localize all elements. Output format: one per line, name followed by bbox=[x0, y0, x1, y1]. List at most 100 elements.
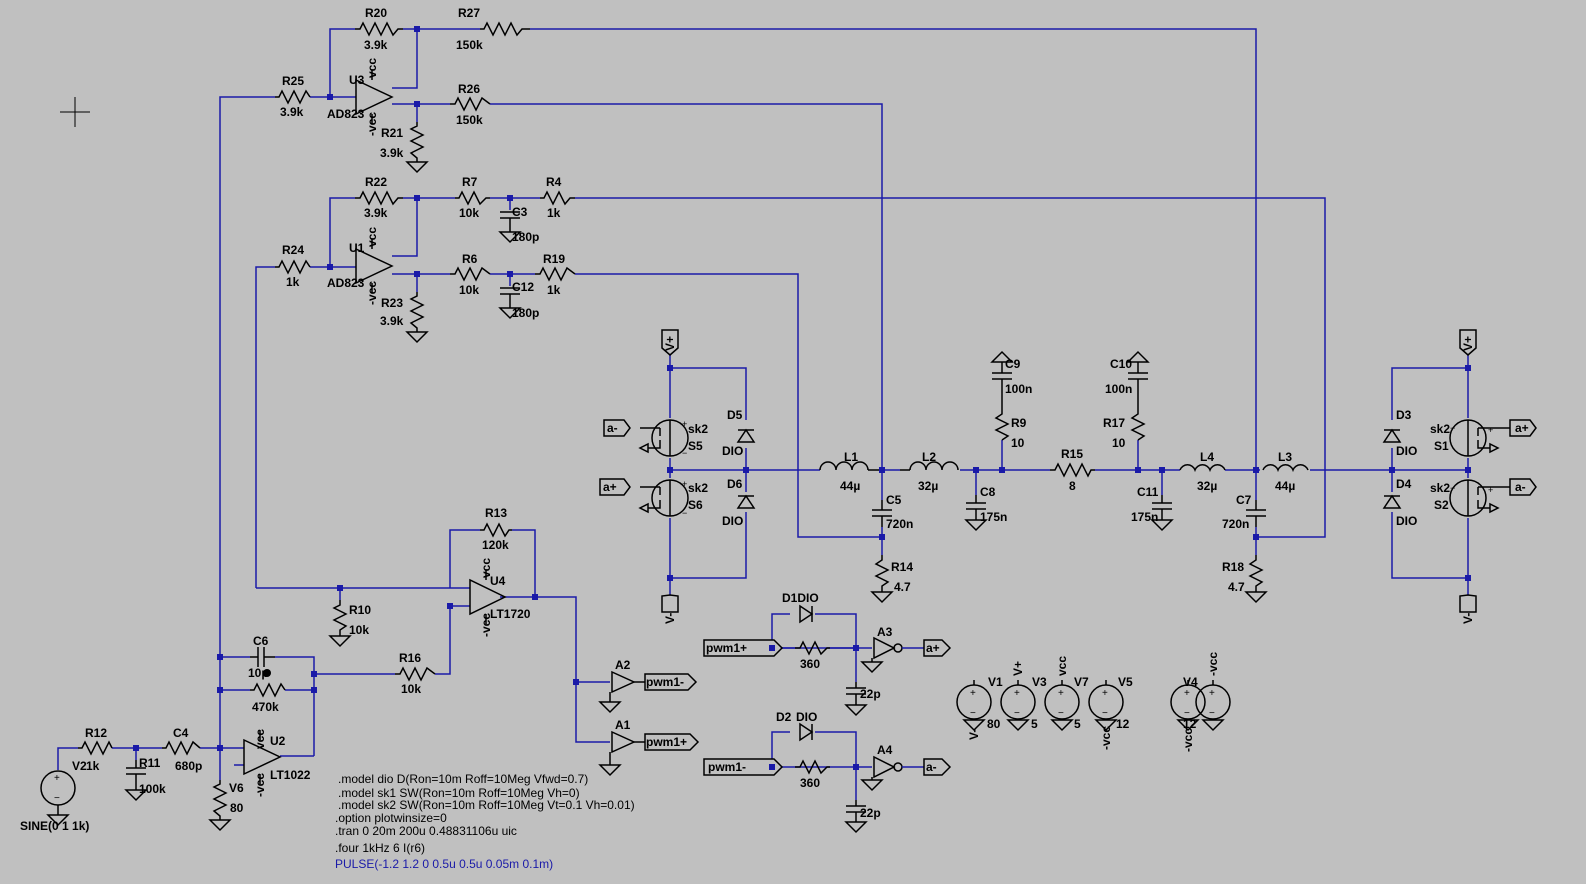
label-c4: R11 bbox=[139, 756, 161, 770]
inverter-a3 bbox=[871, 636, 924, 662]
label-c11: C11 bbox=[1137, 485, 1159, 499]
label-r19: R19 bbox=[543, 252, 565, 266]
grounds bbox=[46, 161, 1268, 834]
capacitor-c10 bbox=[1128, 362, 1148, 408]
label-d5: D5 bbox=[727, 408, 743, 422]
label-r10: R10 bbox=[349, 603, 371, 617]
label-v1: V3 bbox=[1032, 675, 1047, 689]
label-c3: C3 bbox=[512, 205, 528, 219]
v5-nvcc: -vcc bbox=[1181, 728, 1195, 752]
source-v1: +− bbox=[1000, 680, 1036, 720]
label-r12: R12 bbox=[85, 726, 107, 740]
inductor-l4 bbox=[1179, 464, 1226, 473]
model-d5: DIO bbox=[722, 444, 743, 458]
svg-text:−: − bbox=[54, 793, 60, 804]
label-r18: R18 bbox=[1222, 560, 1244, 574]
resistor-r21 bbox=[409, 122, 425, 162]
diode-d6 bbox=[736, 494, 756, 509]
resistor-r14 bbox=[874, 555, 890, 592]
resistor-r11 bbox=[212, 780, 228, 820]
label-d1: D1DIO bbox=[782, 591, 819, 605]
label-c7: C7 bbox=[1236, 493, 1252, 507]
diodes bbox=[736, 428, 1402, 742]
resistor-r25 bbox=[275, 89, 311, 105]
value-r23: 3.9k bbox=[380, 314, 404, 328]
flag-a-minus-out bbox=[923, 758, 952, 776]
v6-vm: V- bbox=[967, 729, 981, 740]
resistor-r10 bbox=[332, 600, 348, 636]
value-c3: 180p bbox=[512, 230, 539, 244]
directive-four: .four 1kHz 6 I(r6) bbox=[335, 841, 425, 855]
svg-text:+: + bbox=[1488, 425, 1493, 435]
label-r26: R26 bbox=[458, 82, 480, 96]
value-r20: 3.9k bbox=[364, 38, 388, 52]
svg-text:−: − bbox=[1450, 483, 1455, 493]
label-d4: D4 bbox=[1396, 477, 1412, 491]
switch-s2: − + bbox=[1449, 479, 1510, 517]
directive-option: .option plotwinsize=0 bbox=[335, 811, 447, 825]
value-r10: 10k bbox=[349, 623, 369, 637]
capacitor-c11 bbox=[1152, 495, 1172, 520]
label-c10: C10 bbox=[1110, 357, 1132, 371]
inductor-l3 bbox=[1262, 464, 1309, 473]
flag-text-pwm1-plus-in: pwm1+ bbox=[706, 641, 747, 655]
value-r18: 4.7 bbox=[1228, 580, 1245, 594]
value-v6: 80 bbox=[987, 717, 1001, 731]
source-v4: +− bbox=[1195, 680, 1231, 720]
value-r14: 4.7 bbox=[894, 580, 911, 594]
resistor-r20 bbox=[355, 21, 403, 37]
model-d4: DIO bbox=[1396, 514, 1417, 528]
label-a1: A1 bbox=[615, 718, 631, 732]
directive-sk2: .model sk2 SW(Ron=10m Roff=10Meg Vt=0.1 … bbox=[338, 798, 635, 812]
source-v6: +− bbox=[956, 680, 992, 720]
inverter-a4 bbox=[871, 755, 924, 780]
label-c5: C5 bbox=[886, 493, 902, 507]
label-r6: R6 bbox=[462, 252, 478, 266]
value-r11: 80 bbox=[230, 801, 244, 815]
source-v7: +− bbox=[1088, 680, 1124, 720]
value-r25: 3.9k bbox=[280, 105, 304, 119]
component-labels: R20 3.9k R27 150k R25 3.9k R26 150k R21 … bbox=[20, 6, 1450, 833]
inductors bbox=[819, 461, 1309, 473]
flag-a-plus-right bbox=[1509, 419, 1537, 437]
cursor-crosshair bbox=[60, 97, 90, 127]
value-r4: 1k bbox=[547, 206, 561, 220]
buffer-a1 bbox=[609, 730, 645, 765]
label-sine: SINE(0 1 1k) bbox=[20, 819, 89, 833]
v7-nvcc: -vcc bbox=[1099, 726, 1113, 750]
resistor-r7 bbox=[455, 190, 490, 206]
flag-vplus-left bbox=[661, 329, 679, 356]
value-c4: 100k bbox=[139, 782, 166, 796]
capacitor-c22p-2 bbox=[846, 800, 866, 822]
svg-text:+: + bbox=[1488, 485, 1493, 495]
switches: + − + − − + − + bbox=[638, 419, 1510, 518]
value-r24: 1k bbox=[286, 275, 300, 289]
flag-text-vminus-right: V- bbox=[1461, 613, 1475, 624]
flag-text-a-minus-out: a- bbox=[926, 760, 937, 774]
op-amps bbox=[243, 70, 507, 784]
label-v5: V4 bbox=[1183, 675, 1198, 689]
label-r3: C4 bbox=[173, 726, 189, 740]
capacitor-c5 bbox=[872, 500, 892, 527]
label-s1: S1 bbox=[1434, 439, 1449, 453]
model-s1: sk2 bbox=[1430, 422, 1450, 436]
flag-pwm1-plus-out bbox=[644, 733, 700, 751]
value-v5: 12 bbox=[1183, 717, 1197, 731]
model-u1: AD823 bbox=[327, 276, 365, 290]
resistor-r19 bbox=[535, 266, 576, 282]
capacitor-c9 bbox=[992, 362, 1012, 408]
flag-text-a-minus-left: a- bbox=[607, 421, 618, 435]
label-u1: U1 bbox=[349, 241, 365, 255]
svg-text:+: + bbox=[1058, 688, 1064, 699]
label-a4: A4 bbox=[877, 743, 893, 757]
value-r6: 10k bbox=[459, 283, 479, 297]
model-d3: DIO bbox=[1396, 444, 1417, 458]
inductor-l1 bbox=[819, 461, 869, 471]
label-l4: L4 bbox=[1200, 450, 1214, 464]
model-u4: LT1720 bbox=[490, 607, 531, 621]
flag-text-vplus-left: V+ bbox=[663, 336, 677, 351]
label-d2: D2 bbox=[776, 710, 792, 724]
supply-labels: vcc -vcc vcc -vcc vcc -vcc vcc -vcc V- V… bbox=[253, 58, 1220, 797]
label-v2: V2 bbox=[72, 759, 87, 773]
